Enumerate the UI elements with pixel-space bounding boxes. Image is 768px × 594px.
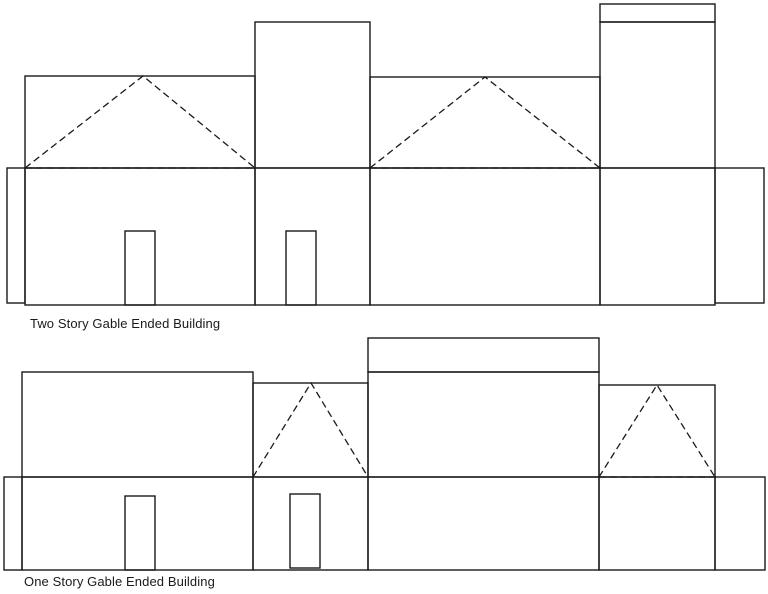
roof-panel-a [21, 371, 254, 478]
left-side-wall [599, 167, 716, 306]
front-wall [21, 476, 254, 571]
front-gable-panel [24, 75, 256, 169]
right-glue-tab [714, 167, 765, 304]
left-side-wall [598, 476, 716, 571]
two-story-caption: Two Story Gable Ended Building [30, 316, 221, 331]
front-gable-fold [24, 75, 256, 169]
roof-tab [599, 3, 716, 23]
roof-panel-b [599, 21, 716, 169]
right-side-wall [254, 167, 371, 306]
front-door [124, 495, 156, 571]
back-wall [367, 476, 600, 571]
left-gable-panel [598, 384, 716, 478]
side-door [285, 230, 317, 306]
side-door [289, 493, 321, 569]
right-gable-fold [252, 381, 369, 478]
roof-panel-b [367, 371, 600, 478]
right-glue-tab [714, 476, 766, 571]
back-gable-panel [369, 76, 601, 169]
roof-tab [367, 337, 600, 373]
one-story-caption: One Story Gable Ended Building [24, 574, 215, 589]
back-gable-fold [369, 76, 601, 169]
one-story-net [3, 337, 766, 571]
left-gable-fold [598, 383, 716, 478]
front-door [124, 230, 156, 306]
front-wall [24, 167, 256, 306]
right-side-wall [252, 476, 369, 571]
left-glue-tab [3, 476, 23, 571]
roof-panel-a [254, 21, 371, 169]
two-story-net [6, 3, 765, 306]
back-wall [369, 167, 601, 306]
left-glue-tab [6, 167, 26, 304]
right-gable-panel [252, 382, 369, 478]
